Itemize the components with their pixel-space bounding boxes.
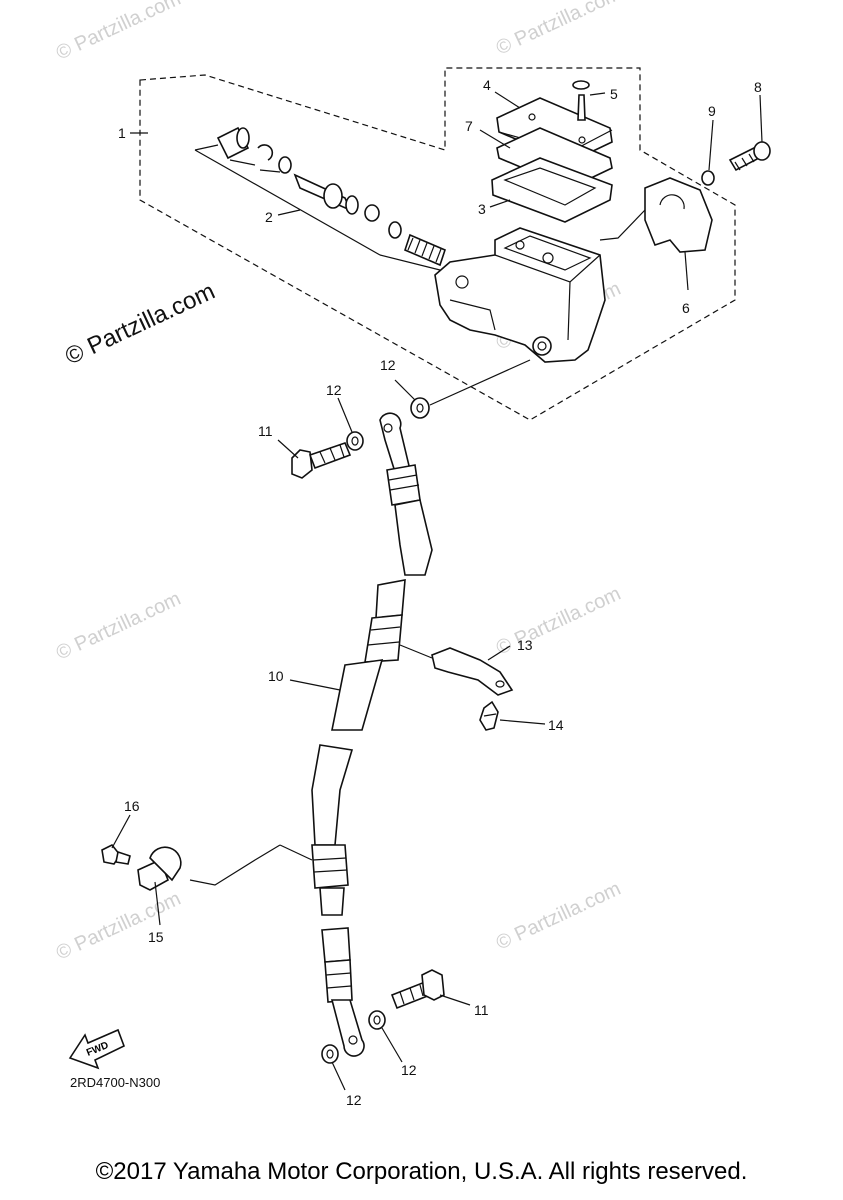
brake-hose-bottom xyxy=(321,927,445,1064)
upper-banjo-fitting xyxy=(291,359,531,479)
callout-12-a: 12 xyxy=(326,382,342,398)
diagram-code: 2RD4700-N300 xyxy=(70,1075,160,1090)
callout-14: 14 xyxy=(548,717,564,733)
callout-11-lower: 11 xyxy=(474,1002,489,1018)
callout-4: 4 xyxy=(483,77,491,93)
callout-1: 1 xyxy=(118,125,126,141)
watermark-main: © Partzilla.com xyxy=(61,278,219,371)
callout-9: 9 xyxy=(708,103,716,119)
handlebar-clamp xyxy=(599,141,771,253)
piston-kit xyxy=(194,126,446,271)
callout-7: 7 xyxy=(465,118,473,134)
hose-guide-clamp xyxy=(101,843,281,891)
callout-12-d: 12 xyxy=(346,1092,362,1108)
callout-3: 3 xyxy=(478,201,486,217)
callout-10: 10 xyxy=(268,668,284,684)
watermark: © Partzilla.com xyxy=(493,0,624,60)
callout-13: 13 xyxy=(517,637,533,653)
watermark: © Partzilla.com xyxy=(493,583,624,660)
watermark: © Partzilla.com xyxy=(53,888,184,965)
brake-hose-lower xyxy=(279,744,354,916)
callout-16: 16 xyxy=(124,798,140,814)
callout-12-c: 12 xyxy=(401,1062,417,1078)
watermark: © Partzilla.com xyxy=(53,0,184,65)
leader-lines xyxy=(111,91,763,1091)
callout-8: 8 xyxy=(754,79,762,95)
reservoir-cap-assembly xyxy=(491,80,613,223)
callout-15: 15 xyxy=(148,929,164,945)
brake-hose-middle xyxy=(331,579,433,731)
watermark: © Partzilla.com xyxy=(53,588,184,665)
callout-11-upper: 11 xyxy=(258,423,273,439)
brake-hose-upper xyxy=(379,412,433,576)
watermark: © Partzilla.com xyxy=(493,878,624,955)
callout-2: 2 xyxy=(265,209,273,225)
fwd-arrow: FWD xyxy=(68,1028,126,1070)
copyright-notice: ©2017 Yamaha Motor Corporation, U.S.A. A… xyxy=(95,1158,748,1185)
master-cylinder-body xyxy=(434,227,606,363)
callout-12-b: 12 xyxy=(380,357,396,373)
hose-clamp-bracket xyxy=(431,647,514,731)
callouts: 1 2 3 4 5 6 7 8 9 10 11 11 12 12 12 12 1… xyxy=(118,77,762,1108)
callout-5: 5 xyxy=(610,86,618,102)
assembly-boundary xyxy=(139,67,736,421)
callout-6: 6 xyxy=(682,300,690,316)
